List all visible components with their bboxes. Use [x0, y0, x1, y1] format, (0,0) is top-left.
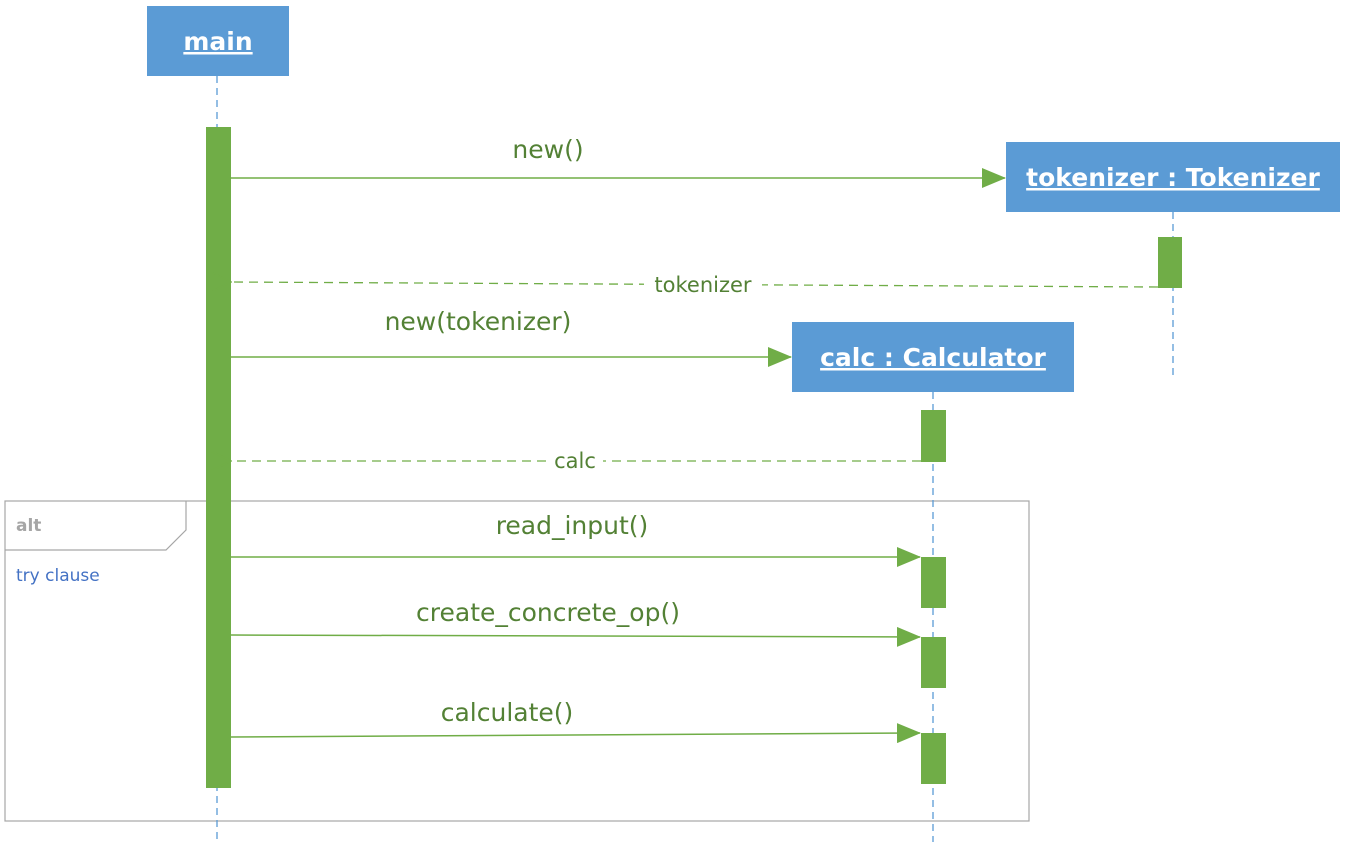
message-arrow	[230, 723, 921, 744]
participant-box	[792, 322, 1074, 392]
activation-main	[206, 127, 231, 788]
participant-label: tokenizer : Tokenizer	[1026, 163, 1320, 192]
participant-box	[1006, 142, 1340, 212]
message-return-tokenizer: tokenizer	[231, 272, 1159, 297]
participant-box	[147, 6, 289, 76]
message-return-calc: calc	[231, 449, 921, 473]
message-label: calc	[554, 449, 596, 473]
message-read-input: read_input()	[231, 511, 921, 567]
message-label: new()	[512, 135, 583, 164]
message-label: tokenizer	[654, 273, 752, 297]
fragment-frame	[4, 500, 1030, 822]
message-label: read_input()	[496, 511, 649, 540]
message-calculate: calculate()	[230, 698, 921, 744]
message-create-concrete-op: create_concrete_op()	[230, 598, 921, 647]
message-new: new()	[231, 135, 1006, 188]
alt-fragment: alt try clause	[4, 500, 1030, 822]
activation-calc-4	[921, 733, 946, 784]
message-label: create_concrete_op()	[416, 598, 680, 627]
participant-main: main	[147, 6, 289, 76]
message-arrow	[230, 626, 921, 647]
message-arrow	[231, 282, 1159, 287]
participant-label: main	[183, 27, 252, 56]
fragment-guard: try clause	[16, 566, 100, 586]
message-new-tokenizer: new(tokenizer)	[231, 307, 792, 367]
fragment-operator-tab	[5, 501, 187, 551]
participant-label: calc : Calculator	[820, 343, 1046, 372]
label-background	[644, 272, 762, 296]
participant-tokenizer: tokenizer : Tokenizer	[1006, 142, 1340, 212]
message-label: new(tokenizer)	[385, 307, 572, 336]
activation-calc-1	[921, 410, 946, 462]
activation-calc-2	[921, 557, 946, 608]
activation-tokenizer	[1158, 237, 1182, 288]
label-background	[547, 449, 603, 473]
fragment-operator: alt	[16, 516, 41, 536]
message-label: calculate()	[441, 698, 574, 727]
participant-calc: calc : Calculator	[792, 322, 1074, 392]
activation-calc-3	[921, 637, 946, 688]
